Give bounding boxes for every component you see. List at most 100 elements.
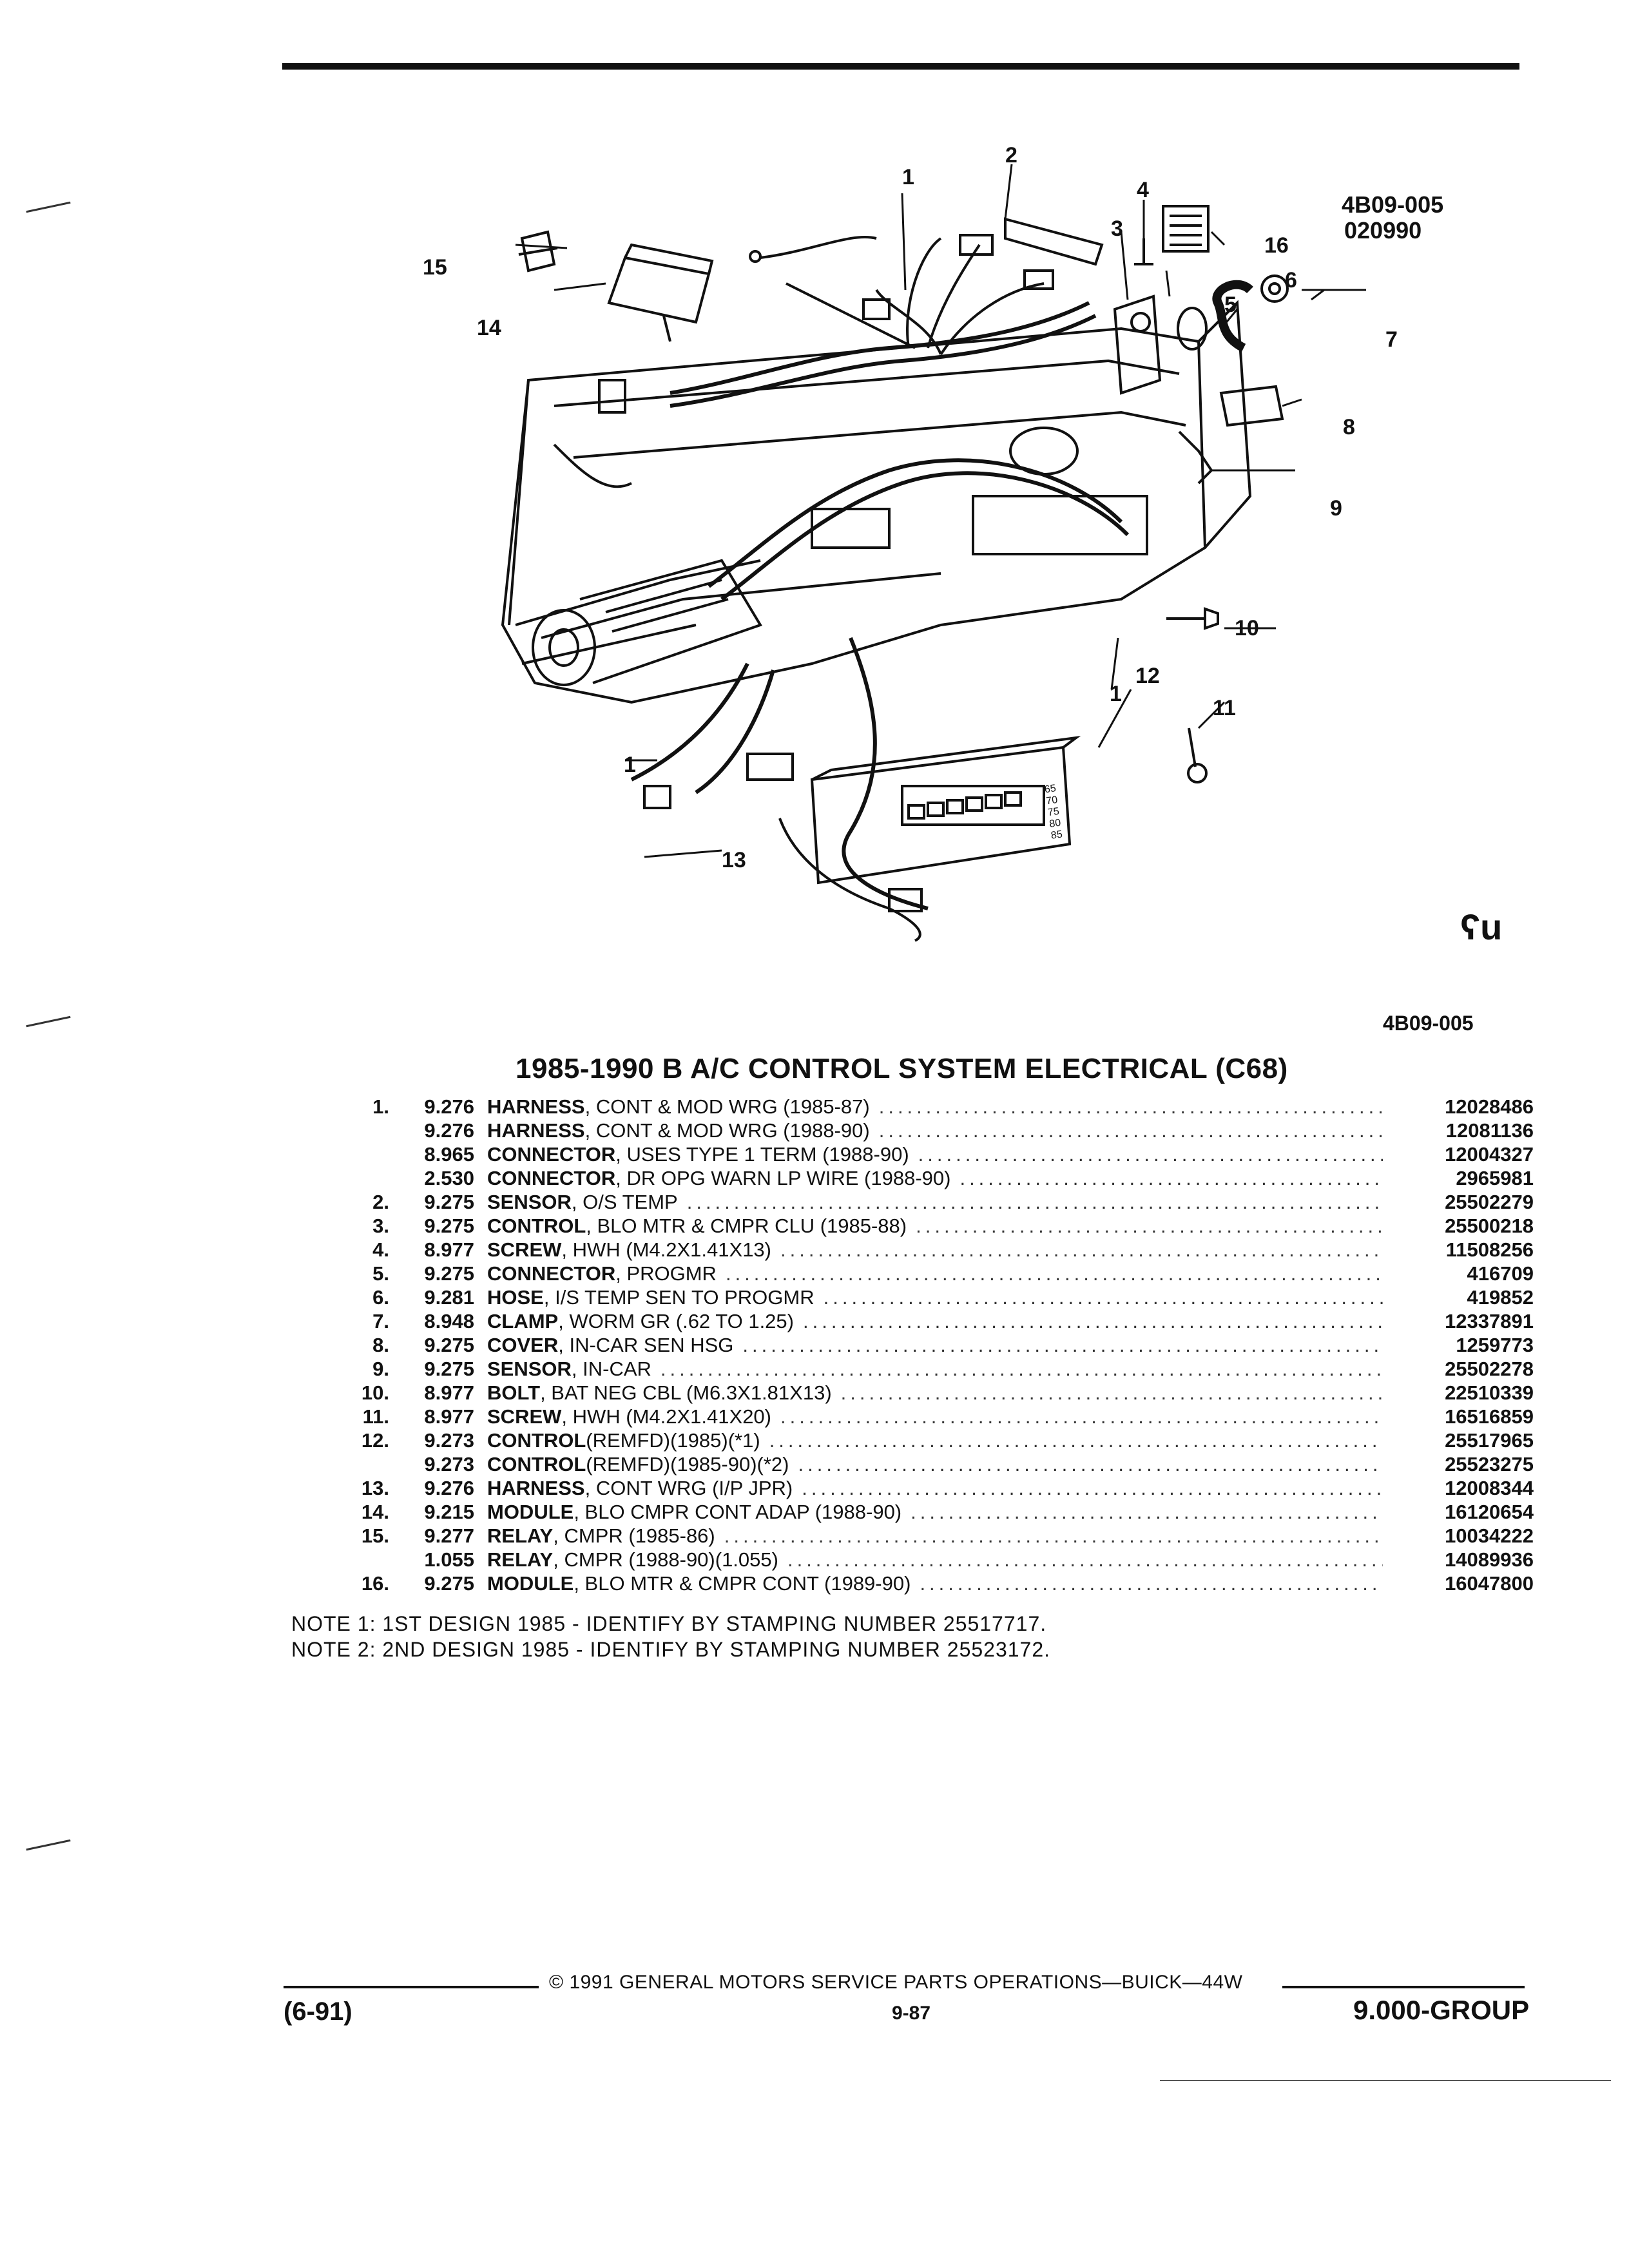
parts-row: 2. 9.275 SENSOR, O/S TEMP.................…: [348, 1191, 1534, 1215]
screw-hwh-20: [1187, 727, 1208, 783]
callout-6: 6: [1285, 268, 1297, 293]
part-name: SCREW: [487, 1405, 562, 1428]
item-number: 2.: [372, 1191, 389, 1213]
group-code: 9.275: [424, 1358, 474, 1380]
dot-leader: ........................................…: [911, 1501, 1383, 1523]
control-buttons: [907, 791, 1022, 820]
bottom-rule: [1160, 2080, 1611, 2081]
callout-14: 14: [477, 316, 501, 340]
dot-leader: ........................................…: [840, 1381, 1383, 1404]
figure-code-1: 4B09-005: [1342, 191, 1444, 218]
group-code: 2.530: [424, 1167, 474, 1189]
callout-1: 1: [902, 165, 914, 189]
part-description: , O/S TEMP: [571, 1191, 678, 1213]
dot-leader: ........................................…: [802, 1477, 1383, 1499]
part-number: 416709: [1467, 1262, 1534, 1285]
section-title: 1985-1990 B A/C CONTROL SYSTEM ELECTRICA…: [516, 1053, 1288, 1084]
dot-leader: ........................................…: [787, 1548, 1383, 1571]
relay-cmpr: [518, 230, 558, 273]
sensor-os-temp: [1004, 217, 1104, 266]
connector-13: [888, 888, 923, 912]
figure-code-2: 020990: [1344, 217, 1422, 244]
blower-housing: [532, 559, 762, 686]
callout-12: 12: [1135, 664, 1160, 688]
part-number: 419852: [1467, 1286, 1534, 1309]
dashboard-outline: [501, 300, 1252, 704]
figure-code-bottom: 4B09-005: [1383, 1012, 1474, 1035]
part-description: , USES TYPE 1 TERM (1988-90): [615, 1143, 909, 1166]
part-description: , CMPR (1988-90)(1.055): [553, 1548, 778, 1571]
part-description: , IN-CAR: [571, 1358, 651, 1380]
group-code: 9.275: [424, 1191, 474, 1213]
part-description: , BLO MTR & CMPR CONT (1989-90): [574, 1572, 911, 1595]
item-number: 13.: [361, 1477, 389, 1499]
connector-mid: [746, 753, 794, 781]
callout-8: 8: [1343, 415, 1355, 439]
part-description: , HWH (M4.2X1.41X13): [561, 1238, 771, 1261]
leader-lines: [515, 164, 1366, 858]
item-number: 3.: [372, 1215, 389, 1237]
dot-leader: ........................................…: [742, 1334, 1383, 1356]
dot-leader: ........................................…: [686, 1191, 1383, 1213]
part-number: 25523275: [1445, 1453, 1534, 1475]
part-description: (REMFD)(1985-90)(*2): [586, 1453, 789, 1475]
callout-4: 4: [1137, 178, 1149, 202]
screw-hwh: [1134, 238, 1153, 265]
part-description: , CONT WRG (I/P JPR): [584, 1477, 793, 1499]
part-name: SENSOR: [487, 1191, 572, 1213]
cover-in-car-sen: [1219, 385, 1284, 427]
dot-leader: ........................................…: [780, 1238, 1383, 1261]
harness-branches: [749, 234, 1054, 356]
part-number: 10034222: [1445, 1524, 1534, 1547]
dot-leader: ........................................…: [802, 1310, 1383, 1332]
harness-stub: [553, 443, 632, 488]
callout-16: 16: [1264, 233, 1289, 258]
part-name: CONNECTOR: [487, 1262, 616, 1285]
part-number: 25500218: [1445, 1215, 1534, 1237]
part-name: HARNESS: [487, 1477, 585, 1499]
group-code: 8.965: [424, 1143, 474, 1166]
group-code: 8.948: [424, 1310, 474, 1332]
note-1: NOTE 1: 1ST DESIGN 1985 - IDENTIFY BY ST…: [291, 1612, 1047, 1635]
group-code: 9.281: [424, 1286, 474, 1309]
group-code: 9.276: [424, 1477, 474, 1499]
part-description: (REMFD)(1985)(*1): [586, 1429, 760, 1452]
part-number: 25502278: [1445, 1358, 1534, 1380]
item-number: 6.: [372, 1286, 389, 1309]
item-number: 1.: [372, 1095, 389, 1118]
group-code: 8.977: [424, 1381, 474, 1404]
part-number: 14089936: [1445, 1548, 1534, 1571]
item-number: 9.: [372, 1358, 389, 1380]
part-description: , PROGMR: [615, 1262, 717, 1285]
part-number: 1259773: [1456, 1334, 1534, 1356]
reference-mark: ʕu: [1460, 907, 1503, 947]
part-number: 2965981: [1456, 1167, 1534, 1189]
callout-1c: 1: [1110, 682, 1122, 706]
part-name: MODULE: [487, 1501, 574, 1523]
figure-code: 4B09-005 020990: [1342, 192, 1443, 244]
group-code: 9.277: [424, 1524, 474, 1547]
module-blo-mtr-cmpr: [1162, 205, 1210, 253]
part-description: , DR OPG WARN LP WIRE (1988-90): [615, 1167, 951, 1189]
group-code: 9.276: [424, 1119, 474, 1142]
dot-leader: ........................................…: [660, 1358, 1383, 1380]
callout-3: 3: [1111, 216, 1123, 241]
part-description: , BLO MTR & CMPR CLU (1985-88): [586, 1215, 907, 1237]
item-number: 4.: [372, 1238, 389, 1261]
module-blo-cmpr-adap: [607, 243, 714, 342]
part-name: CONTROL: [487, 1453, 586, 1475]
part-name: RELAY: [487, 1548, 554, 1571]
part-name: CONTROL: [487, 1215, 586, 1237]
callout-15: 15: [423, 255, 447, 280]
part-description: , I/S TEMP SEN TO PROGMR: [543, 1286, 815, 1309]
part-number: 22510339: [1445, 1381, 1534, 1404]
part-description: , BAT NEG CBL (M6.3X1.81X13): [540, 1381, 832, 1404]
dot-leader: ........................................…: [725, 1262, 1383, 1285]
